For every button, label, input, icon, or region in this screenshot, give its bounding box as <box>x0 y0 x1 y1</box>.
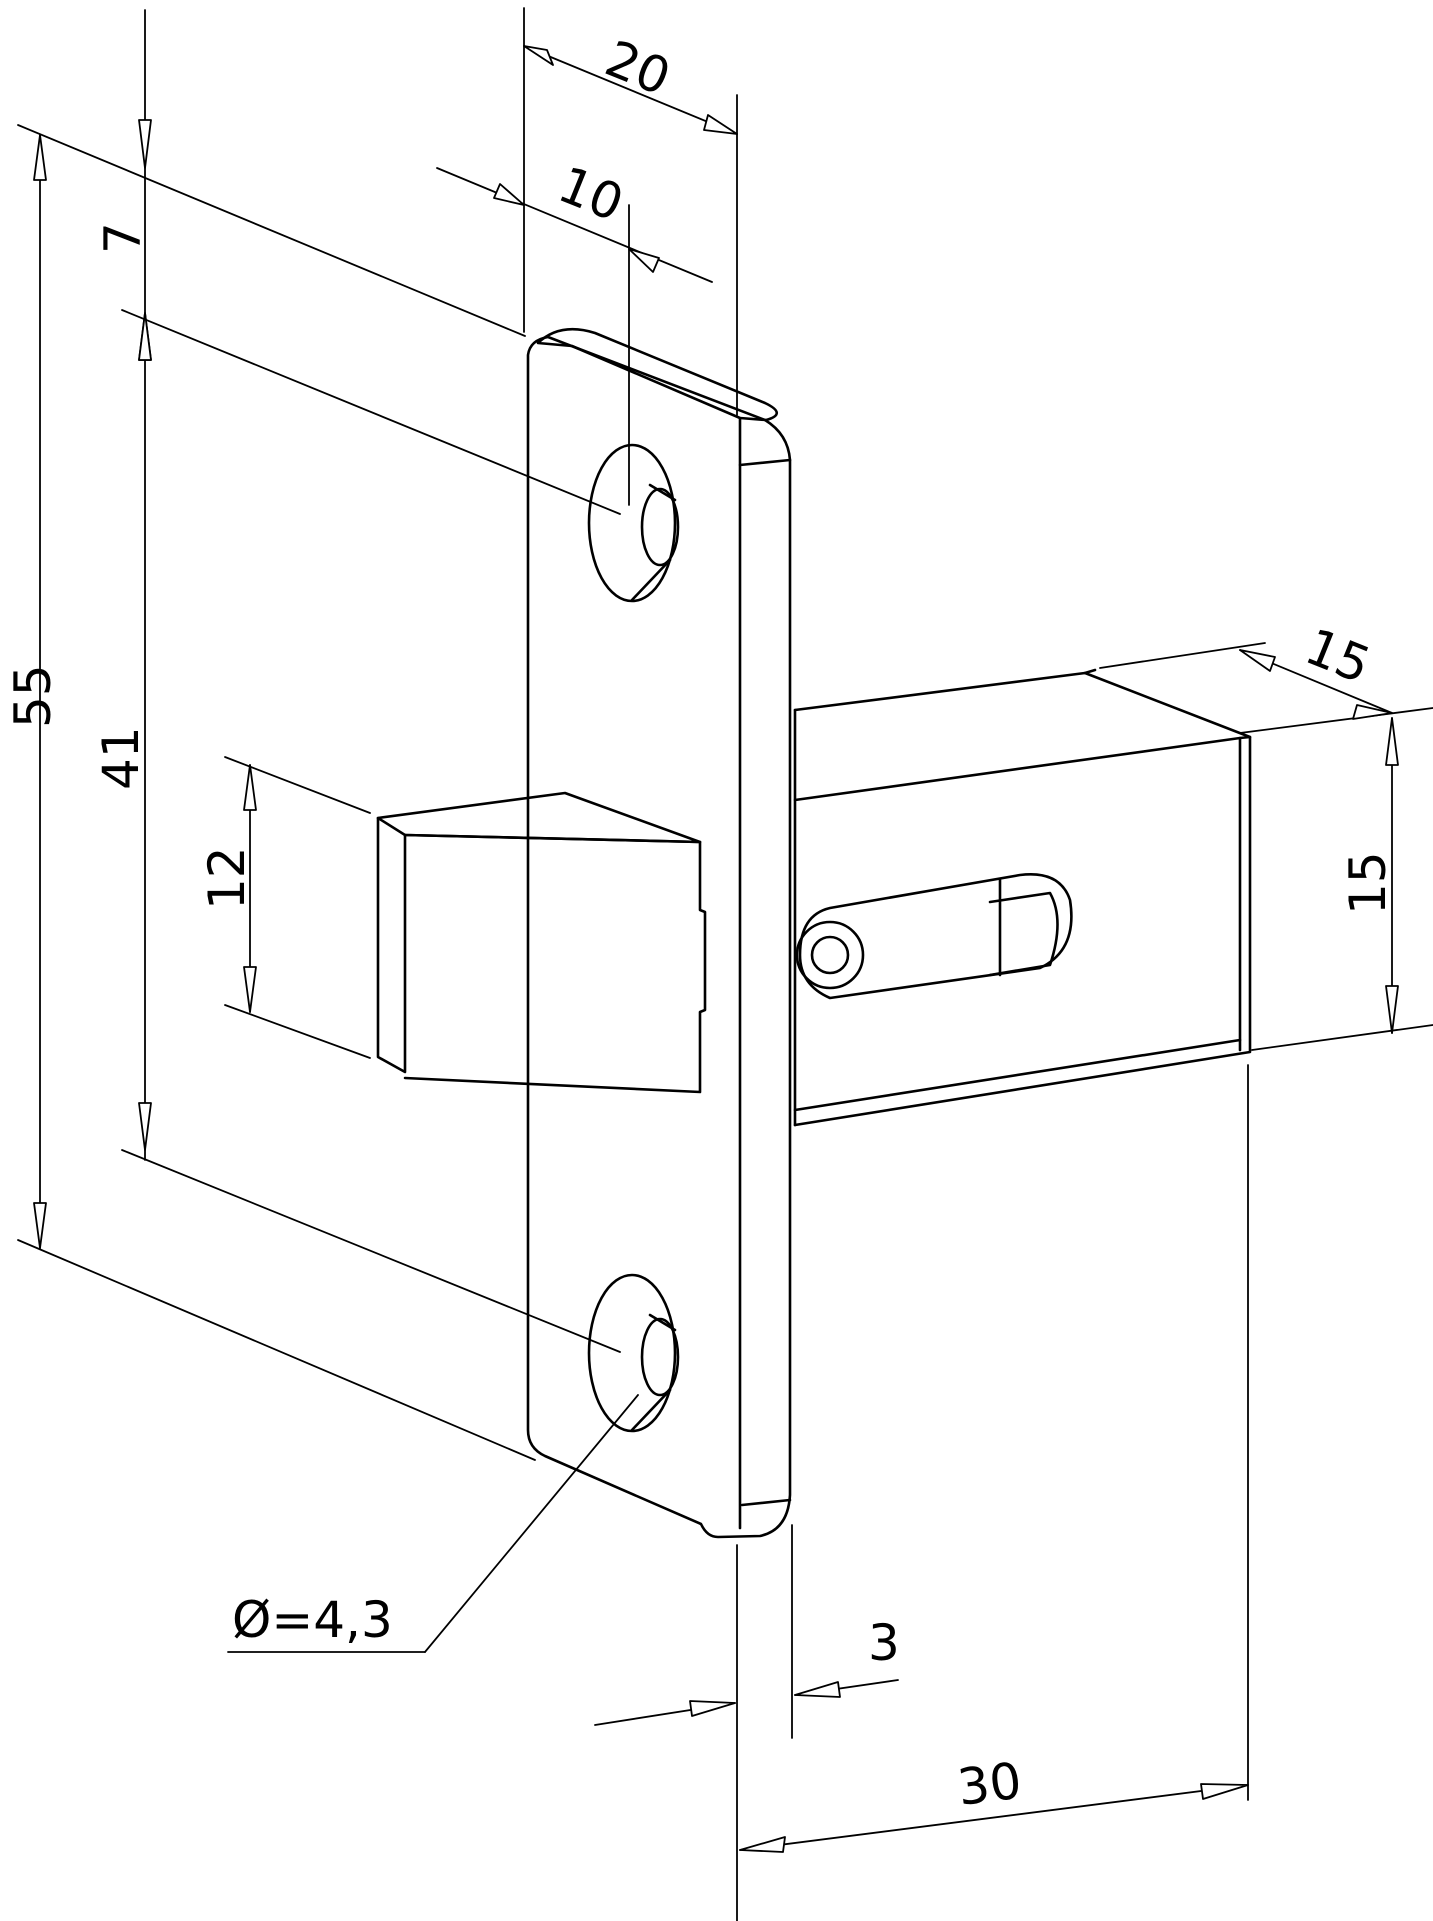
svg-text:30: 30 <box>954 1752 1024 1817</box>
svg-text:55: 55 <box>4 664 62 728</box>
dimension-top-offset-7: 7 <box>94 9 152 1161</box>
latch-case <box>793 668 1252 1127</box>
dimension-body-width-15: 15 <box>1099 617 1433 734</box>
svg-text:Ø=4,3: Ø=4,3 <box>232 1591 393 1649</box>
screw-hole-bottom <box>587 1273 680 1433</box>
svg-text:7: 7 <box>94 222 152 254</box>
dimension-height-55: 55 <box>4 124 536 1461</box>
faceplate <box>526 327 792 1539</box>
svg-text:15: 15 <box>1339 851 1397 915</box>
svg-text:20: 20 <box>598 29 679 107</box>
dimension-backset-30: 30 <box>739 1064 1249 1853</box>
svg-text:41: 41 <box>92 726 150 790</box>
dimension-plate-thickness-3: 3 <box>594 1524 900 1921</box>
svg-text:15: 15 <box>1298 617 1379 695</box>
latch-slot <box>795 873 1073 1000</box>
screw-hole-top <box>587 443 680 603</box>
dimension-hole-spacing-41: 41 <box>92 309 621 1353</box>
dimension-hole-diameter: Ø=4,3 <box>227 1394 639 1653</box>
svg-text:12: 12 <box>198 846 256 910</box>
svg-text:10: 10 <box>551 155 632 233</box>
latch-bolt <box>376 791 707 1094</box>
dimension-body-height-15: 15 <box>1251 717 1433 1051</box>
dimension-plate-width-20: 20 <box>523 7 738 416</box>
dimension-latch-height-12: 12 <box>198 756 371 1059</box>
svg-text:3: 3 <box>868 1614 900 1672</box>
